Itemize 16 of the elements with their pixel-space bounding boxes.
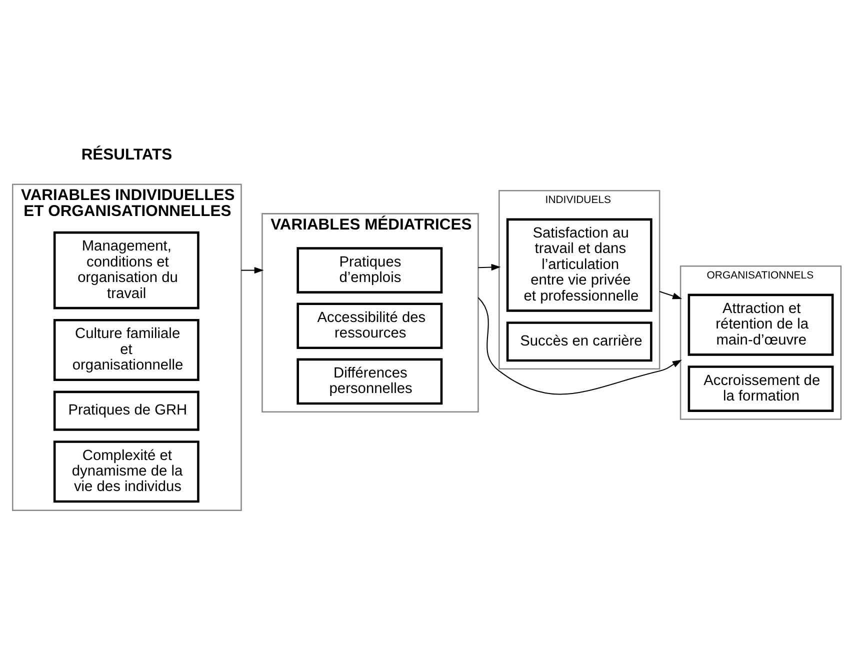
node-box: Complexité et dynamisme de la vie des individus <box>53 440 200 502</box>
node-box: Attraction et rétention de la main-d’œuvre <box>688 293 834 356</box>
arrow <box>478 263 501 270</box>
node-box: Management, conditions et organisation du travail <box>53 230 200 309</box>
arrow <box>659 290 682 299</box>
node-box: Pratiques de GRH <box>53 390 200 430</box>
node-box: Accessibilité des ressources <box>296 302 443 349</box>
arrow <box>241 266 264 274</box>
arrow <box>478 296 682 394</box>
node-box: Culture familiale et organisationnelle <box>53 318 200 381</box>
label: RÉSULTATS <box>81 146 172 164</box>
node-box: Accroissement de la formation <box>688 365 834 412</box>
node-box: Satisfaction au travail et dans l’articulation entre vie privée et professionnelle <box>506 218 652 312</box>
node-box: Succès en carrière <box>506 321 652 362</box>
node-box: Différences personnelles <box>296 358 443 404</box>
node-box: Pratiques d’emplois <box>296 246 443 293</box>
